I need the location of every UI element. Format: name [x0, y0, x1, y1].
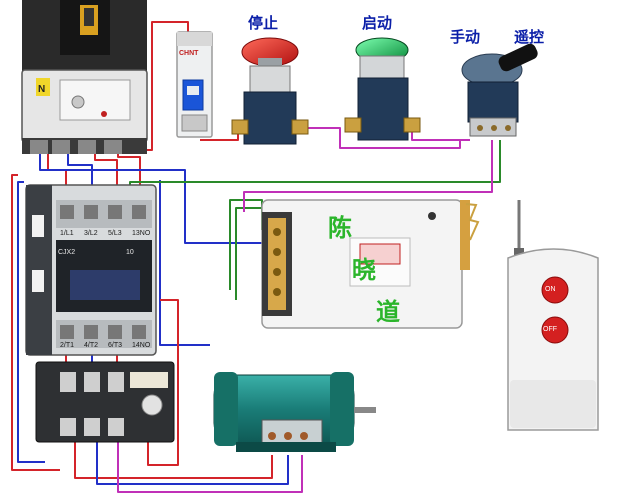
- remote-on-label: ON: [545, 286, 556, 293]
- wire-red-th: [147, 299, 179, 466]
- watermark-char-1: 陈: [328, 213, 352, 242]
- receiver-module: [261, 199, 480, 329]
- label-stop: 停止: [248, 14, 279, 32]
- main-breaker: [21, 0, 148, 154]
- label-start: 启动: [362, 14, 393, 32]
- watermark-char-2: 晓: [352, 255, 376, 284]
- wire-red-l3: [94, 150, 118, 205]
- wire-green-2: [229, 199, 263, 290]
- contactor-model: CJX2: [58, 249, 76, 256]
- wire-green-3: [235, 207, 270, 300]
- selector-switch: [461, 43, 538, 137]
- wire-blue-left: [17, 181, 45, 463]
- watermark-char-3: 道: [376, 297, 400, 326]
- start-button: [344, 37, 421, 141]
- wire-purple-m3: [117, 440, 303, 493]
- contactor-bottom-t4: 14NO: [132, 342, 151, 349]
- contactor-top-t4: 13NO: [132, 230, 151, 237]
- contactor: [25, 184, 157, 356]
- contactor-top-t2: 3/L2: [84, 230, 98, 237]
- label-manual: 手动: [450, 28, 481, 46]
- contactor-top-t3: 5/L3: [108, 230, 122, 237]
- contactor-bottom-t3: 6/T3: [108, 342, 123, 349]
- wire-blue-m2: [96, 440, 289, 485]
- contactor-rating: 10: [126, 249, 134, 256]
- wire-purple-start: [411, 128, 470, 141]
- contactor-bottom-t1: 2/T1: [60, 342, 75, 349]
- stop-button: [231, 37, 309, 145]
- mcb-brand: CHNT: [179, 50, 199, 57]
- mcb: [176, 31, 213, 138]
- contactor-top-t1: 1/L1: [60, 230, 74, 237]
- contactor-bottom-t2: 4/T2: [84, 342, 99, 349]
- motor: [213, 372, 376, 452]
- wire-red-m1: [74, 440, 273, 479]
- wire-red-left: [11, 174, 60, 471]
- wire-blue-recv: [39, 150, 270, 244]
- remote-off-label: OFF: [543, 326, 557, 333]
- wire-purple-rx: [243, 140, 493, 212]
- wire-purple-stopstart: [300, 127, 461, 149]
- breaker-n-mark: N: [38, 84, 46, 95]
- wire-blue-lower: [159, 180, 210, 346]
- label-remote: 遥控: [514, 28, 545, 46]
- remote-control: [507, 200, 599, 431]
- thermal-relay: [35, 361, 175, 443]
